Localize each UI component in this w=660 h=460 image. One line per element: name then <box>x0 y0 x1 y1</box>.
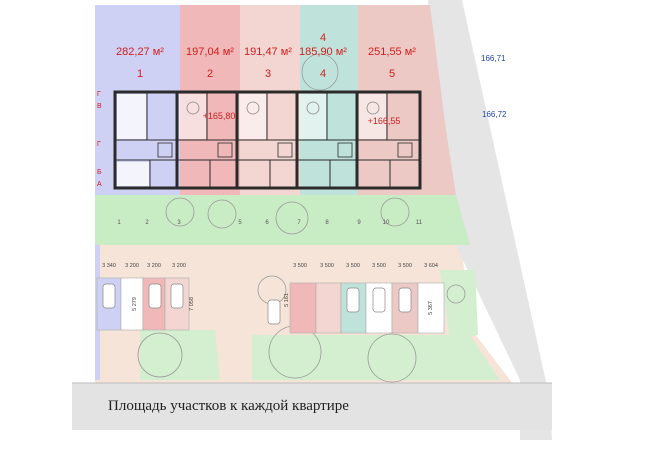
elevation-mark: 166,72 <box>482 110 507 119</box>
lawn-left <box>140 330 220 380</box>
vertical-dimension: 5 279 <box>132 297 138 311</box>
column-axis-label: 2 <box>145 220 149 226</box>
vertical-dimension: 7 058 <box>189 297 195 311</box>
parking-dimension: 3 500 <box>372 263 386 269</box>
plot-number-label: 1 <box>137 68 143 80</box>
column-axis-label: 5 <box>238 220 242 226</box>
row-axis-label: А <box>97 181 102 188</box>
parking-dimension: 3 500 <box>320 263 334 269</box>
level-mark: +165,80 <box>203 111 236 121</box>
vertical-dimension: 5 161 <box>284 293 290 307</box>
column-axis-label: 10 <box>383 220 390 226</box>
vertical-dimension: 5 367 <box>428 301 434 315</box>
level-mark: +166,55 <box>368 116 401 126</box>
plot-area-label: 185,90 м² <box>299 46 347 58</box>
parking-dimension: 3 604 <box>424 263 438 269</box>
parking-dimension: 3 500 <box>398 263 412 269</box>
plot-labels: 282,27 м² 1 197,04 м² 2 191,47 м² 3 185,90 м² 4… <box>116 32 416 80</box>
parking-dimension: 3 500 <box>346 263 360 269</box>
row-axis-label: Б <box>97 169 102 176</box>
plot-area-label: 197,04 м² <box>186 46 234 58</box>
plot-area-label: 251,55 м² <box>368 46 416 58</box>
plot-number-label: 5 <box>389 68 395 80</box>
plot-4-extra-number: 4 <box>320 32 326 44</box>
column-axis-label: 3 <box>177 220 181 226</box>
parking-dimension: 3 200 <box>147 263 161 269</box>
row-axis-label: В <box>97 103 102 110</box>
road-right <box>428 0 552 440</box>
plot-4-zone <box>300 5 358 195</box>
road-bottom <box>72 383 552 430</box>
mid-axis-label: Г <box>97 141 101 148</box>
plot-number-label: 2 <box>207 68 213 80</box>
parking-dimension: 3 200 <box>125 263 139 269</box>
cars <box>102 283 412 325</box>
elevation-mark: 166,71 <box>481 54 506 63</box>
column-axis-label: 8 <box>325 220 329 226</box>
lawn-strip <box>95 195 470 245</box>
lawn-middle <box>252 335 500 380</box>
row-axis-label: Г <box>97 91 101 98</box>
column-axis-label: 6 <box>265 220 269 226</box>
extra-labels: +165,80 +166,55 166,71 166,72 3 340 3 200 3 20… <box>102 54 507 315</box>
plot-number-label: 4 <box>320 68 326 80</box>
plot-3-zone <box>240 5 300 195</box>
column-axis-label: 1 <box>117 220 121 226</box>
plot-area-label: 282,27 м² <box>116 46 164 58</box>
townhouse-block <box>113 90 422 190</box>
plot-2-zone <box>180 5 240 195</box>
parking-dimension: 3 200 <box>172 263 186 269</box>
parking-dimension: 3 340 <box>102 263 116 269</box>
plot-5-zone <box>358 5 456 195</box>
column-axis-label: 9 <box>357 220 361 226</box>
column-axis-label: 7 <box>297 220 301 226</box>
plot-number-label: 3 <box>265 68 271 80</box>
caption: Площадь участков к каждой квартире <box>108 398 349 414</box>
column-axis-label: 11 <box>416 220 423 226</box>
parking-right <box>289 282 445 334</box>
furniture-tables <box>186 101 380 115</box>
parking-dimension: 3 500 <box>293 263 307 269</box>
plot-area-label: 191,47 м² <box>244 46 292 58</box>
